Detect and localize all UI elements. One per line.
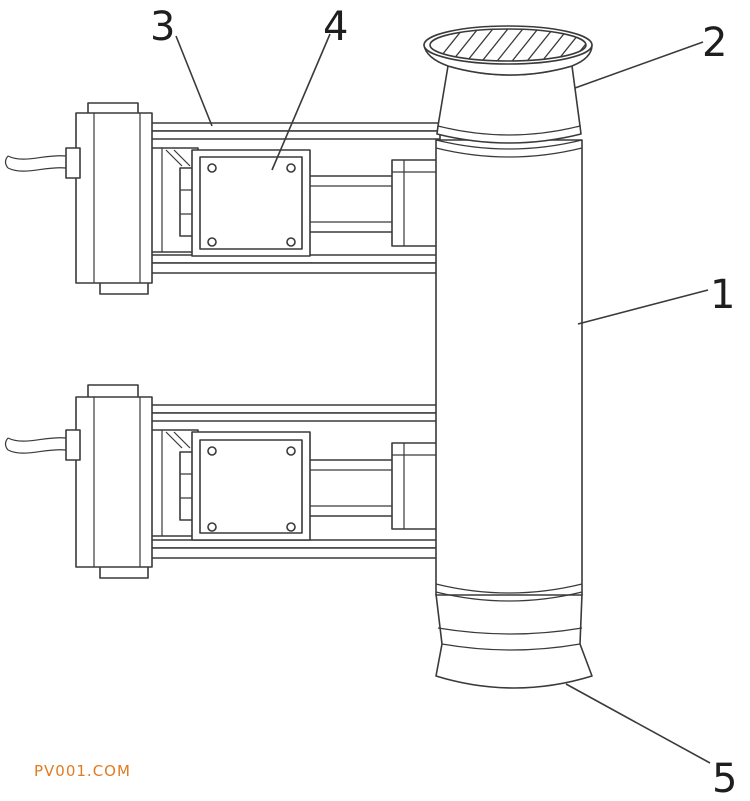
leader-5 xyxy=(565,683,711,764)
upper-cable xyxy=(7,155,67,160)
top-grille xyxy=(429,28,587,62)
callout-4: 4 xyxy=(323,4,348,50)
lower-slide-rod xyxy=(304,459,406,517)
callout-5: 5 xyxy=(712,756,737,801)
lower-cable xyxy=(7,437,67,442)
tube-bottom-joint xyxy=(435,583,583,594)
bottom-nozzle xyxy=(435,593,593,689)
callout-3: 3 xyxy=(150,4,175,50)
upper-motor-housing xyxy=(75,112,153,284)
upper-bolt xyxy=(207,163,217,173)
lower-bottom-rail xyxy=(147,539,441,549)
lower-bolt xyxy=(207,446,217,456)
upper-tube-collar xyxy=(391,159,441,247)
tube-top-joint xyxy=(435,139,583,150)
upper-bolt xyxy=(286,237,296,247)
lower-bottom-rail-lower xyxy=(147,547,441,559)
top-neck xyxy=(436,65,582,144)
upper-mount-assembly xyxy=(4,102,441,295)
main-tube-body xyxy=(435,139,583,596)
callout-1: 1 xyxy=(710,272,735,318)
callout-2: 2 xyxy=(702,20,727,66)
leader-3 xyxy=(175,35,213,127)
lower-motor-housing xyxy=(75,396,153,568)
main-tube-assembly xyxy=(423,25,593,689)
upper-bottom-rail-lower xyxy=(147,262,441,274)
lower-bolt xyxy=(286,522,296,532)
leader-lines xyxy=(175,33,711,764)
lower-bolt xyxy=(207,522,217,532)
lower-plate-face xyxy=(199,439,303,534)
lower-cable-gland xyxy=(65,429,81,461)
leader-4 xyxy=(271,33,331,171)
upper-cable-gland xyxy=(65,147,81,179)
upper-slide-rod xyxy=(304,175,406,233)
upper-plate-face xyxy=(199,156,303,250)
lower-top-rail-lower xyxy=(147,412,441,422)
upper-top-rail-lower xyxy=(147,130,441,140)
callout-labels: 1 2 3 4 5 xyxy=(150,4,737,801)
lower-mount-assembly xyxy=(4,384,441,579)
leader-2 xyxy=(574,41,704,89)
lower-tube-collar xyxy=(391,442,441,530)
lower-top-rail xyxy=(147,404,441,414)
lower-bolt xyxy=(286,446,296,456)
watermark-text: PV001.COM xyxy=(34,762,131,780)
upper-bolt xyxy=(286,163,296,173)
upper-top-rail xyxy=(147,122,441,132)
leader-1 xyxy=(577,289,709,325)
grille-hatching xyxy=(430,29,586,61)
upper-bolt xyxy=(207,237,217,247)
